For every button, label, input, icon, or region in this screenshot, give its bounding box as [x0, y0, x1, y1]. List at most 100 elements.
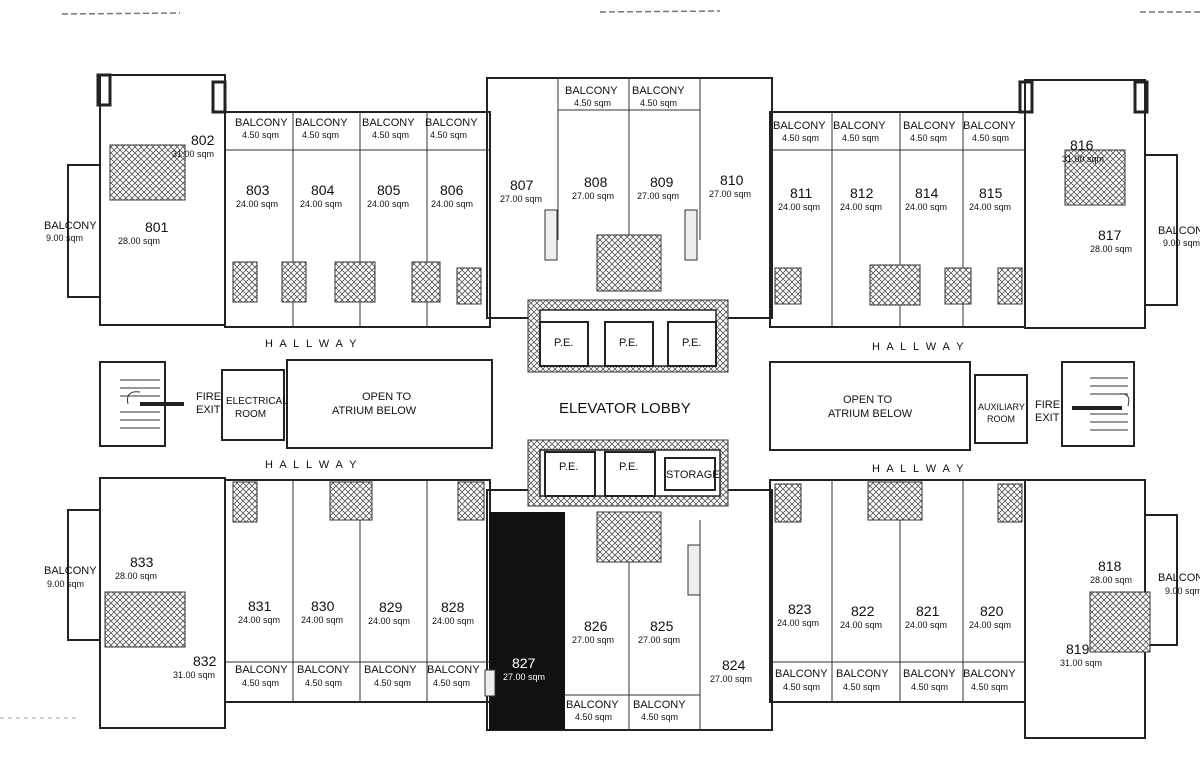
unit-818-area: 28.00 sqm: [1090, 575, 1132, 585]
unit-814-num: 814: [915, 185, 939, 201]
stair-right: [1072, 377, 1130, 431]
unit-829-area: 24.00 sqm: [368, 616, 410, 626]
unit-823-area: 24.00 sqm: [777, 618, 819, 628]
balcony-829: BALCONY: [364, 664, 417, 676]
balcony-828-area: 4.50 sqm: [433, 678, 470, 688]
auxiliary-room-1: AUXILIARY: [978, 402, 1025, 412]
elevator-cluster-north: [527, 299, 729, 373]
unit-816-num: 816: [1070, 137, 1094, 153]
unit-825-area: 27.00 sqm: [638, 635, 680, 645]
unit-808-num: 808: [584, 174, 608, 190]
unit-827-area: 27.00 sqm: [503, 672, 545, 682]
unit-812-num: 812: [850, 185, 874, 201]
unit-818-num: 818: [1098, 558, 1122, 574]
partitions-bottom: [225, 480, 1025, 730]
unit-814-area: 24.00 sqm: [905, 202, 947, 212]
pe-label-3: P.E.: [682, 337, 701, 349]
atrium-right-box: [769, 361, 971, 451]
unit-808-area: 27.00 sqm: [572, 191, 614, 201]
unit-810-num: 810: [720, 172, 744, 188]
balcony-829-area: 4.50 sqm: [374, 678, 411, 688]
unit-832-num: 832: [193, 653, 217, 669]
balcony-801: BALCONY: [44, 220, 97, 232]
unit-820-area: 24.00 sqm: [969, 620, 1011, 630]
unit-828-num: 828: [441, 599, 465, 615]
scan-marks: [0, 10, 1200, 719]
balconies-outer: [67, 154, 1178, 646]
balcony-803-area: 4.50 sqm: [242, 130, 279, 140]
unit-826-num: 826: [584, 618, 608, 634]
hallway-label-top-left: H A L L W A Y: [265, 338, 358, 350]
unit-825-num: 825: [650, 618, 674, 634]
unit-827-highlight[interactable]: [489, 512, 565, 730]
unit-802-area: 31.00 sqm: [172, 149, 214, 159]
auxiliary-room-2: ROOM: [987, 414, 1015, 424]
stair-left: [120, 379, 184, 429]
unit-820-num: 820: [980, 603, 1004, 619]
balcony-833-area: 9.00 sqm: [47, 579, 84, 589]
balcony-804: BALCONY: [295, 117, 348, 129]
unit-815-num: 815: [979, 185, 1003, 201]
unit-806-num: 806: [440, 182, 464, 198]
unit-815-area: 24.00 sqm: [969, 202, 1011, 212]
balcony-831: BALCONY: [235, 664, 288, 676]
balcony-828: BALCONY: [427, 664, 480, 676]
unit-811-num: 811: [790, 185, 813, 201]
electrical-room-2: ROOM: [235, 409, 266, 420]
pe-label-4: P.E.: [559, 461, 578, 473]
unit-810-area: 27.00 sqm: [709, 189, 751, 199]
unit-802-num: 802: [191, 132, 215, 148]
balcony-818: BALCONY: [1158, 572, 1200, 584]
unit-827-num: 827: [512, 655, 536, 671]
unit-816-area: 31.00 sqm: [1062, 154, 1104, 164]
balcony-815-area: 4.50 sqm: [972, 133, 1009, 143]
unit-829-num: 829: [379, 599, 403, 615]
unit-823-num: 823: [788, 601, 812, 617]
balcony-806: BALCONY: [425, 117, 478, 129]
storage-label: STORAGE: [666, 469, 720, 481]
balcony-830-area: 4.50 sqm: [305, 678, 342, 688]
unit-831-num: 831: [248, 598, 272, 614]
balcony-814-area: 4.50 sqm: [910, 133, 947, 143]
hallway-label-bottom-left: H A L L W A Y: [265, 459, 358, 471]
elevator-cluster-south: [527, 439, 729, 507]
unit-817-area: 28.00 sqm: [1090, 244, 1132, 254]
unit-labels: 801 28.00 sqm 802 31.00 sqm 803 24.00 sq…: [115, 132, 1132, 684]
balcony-bottom-row: BALCONY 4.50 sqm BALCONY 4.50 sqm BALCON…: [235, 664, 1016, 722]
unit-801-num: 801: [145, 219, 169, 235]
balcony-806-area: 4.50 sqm: [430, 130, 467, 140]
balcony-809: BALCONY: [632, 85, 685, 97]
balcony-804-area: 4.50 sqm: [302, 130, 339, 140]
atrium-left-box: [286, 359, 493, 449]
fire-exit-left-2: EXIT: [196, 404, 221, 416]
balcony-812: BALCONY: [833, 120, 886, 132]
balcony-811: BALCONY: [773, 120, 826, 132]
unit-819-num: 819: [1066, 641, 1090, 657]
unit-833-area: 28.00 sqm: [115, 571, 157, 581]
balcony-820: BALCONY: [963, 668, 1016, 680]
balcony-831-area: 4.50 sqm: [242, 678, 279, 688]
balcony-821: BALCONY: [903, 668, 956, 680]
unit-822-num: 822: [851, 603, 875, 619]
pe-label-2: P.E.: [619, 337, 638, 349]
balcony-821-area: 4.50 sqm: [911, 682, 948, 692]
balcony-823-area: 4.50 sqm: [783, 682, 820, 692]
unit-819-area: 31.00 sqm: [1060, 658, 1102, 668]
unit-821-num: 821: [916, 603, 940, 619]
auxiliary-room-box: [974, 374, 1028, 444]
balcony-803: BALCONY: [235, 117, 288, 129]
unit-807-num: 807: [510, 177, 534, 193]
unit-809-num: 809: [650, 174, 674, 190]
balcony-825-area: 4.50 sqm: [641, 712, 678, 722]
unit-830-num: 830: [311, 598, 335, 614]
unit-830-area: 24.00 sqm: [301, 615, 343, 625]
atrium-left-line1: OPEN TO: [362, 391, 412, 403]
unit-817-num: 817: [1098, 227, 1122, 243]
balcony-805-area: 4.50 sqm: [372, 130, 409, 140]
unit-805-area: 24.00 sqm: [367, 199, 409, 209]
balcony-817-area: 9.00 sqm: [1163, 238, 1200, 248]
unit-805-num: 805: [377, 182, 401, 198]
atrium-right-line2: ATRIUM BELOW: [828, 408, 913, 420]
unit-824-area: 27.00 sqm: [710, 674, 752, 684]
